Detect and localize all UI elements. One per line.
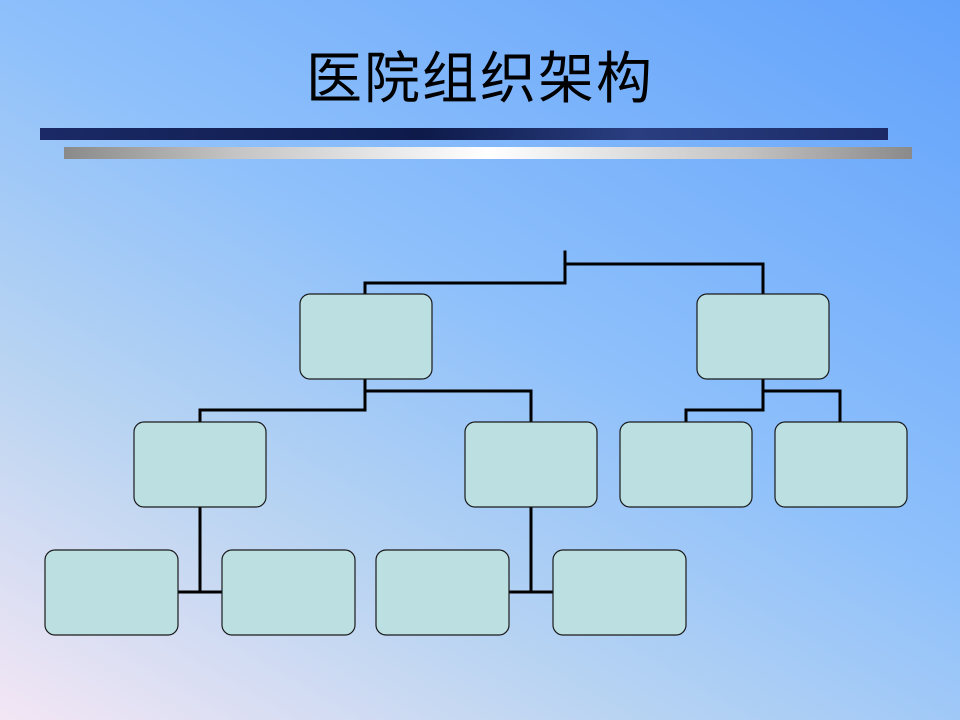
org-node-a2x[interactable] [375,549,510,636]
slide-title: 医院组织架构 [306,47,654,112]
title-underline-silver [64,147,912,159]
connector-node-a1 [176,505,224,594]
connector-root [363,250,765,296]
org-node-a1x[interactable] [44,549,179,636]
org-node-b[interactable] [696,293,830,380]
connector-node-a [198,377,533,424]
org-node-a2[interactable] [464,421,598,508]
title-underline-dark [40,128,888,140]
connector-node-a2 [507,505,555,594]
org-node-a2y[interactable] [552,549,687,636]
org-node-a1y[interactable] [221,549,356,636]
connector-lines [176,250,842,594]
org-node-a1[interactable] [133,421,267,508]
org-node-a[interactable] [299,293,433,380]
connector-node-b [684,377,842,424]
org-node-b1[interactable] [619,421,753,508]
org-node-b2[interactable] [774,421,908,508]
